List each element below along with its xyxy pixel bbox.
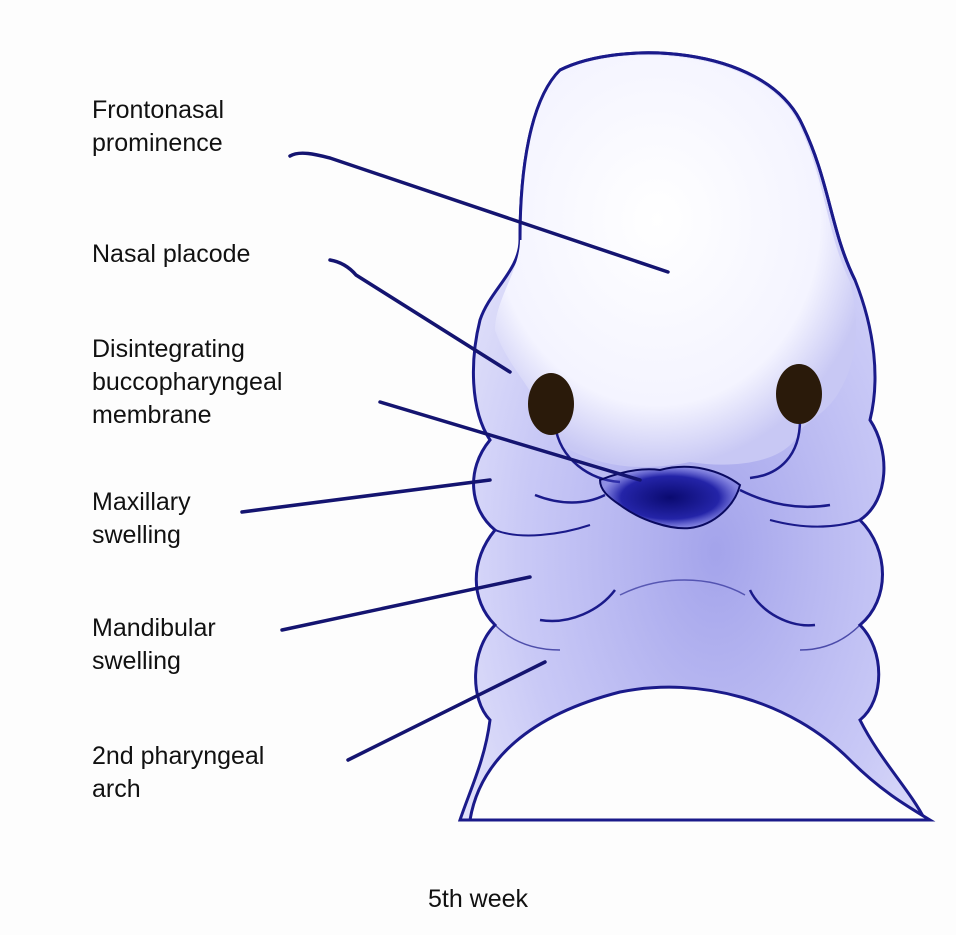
label-mandibular-swelling: Mandibular swelling <box>92 612 216 678</box>
label-buccopharyngeal-membrane: Disintegrating buccopharyngeal membrane <box>92 333 282 432</box>
right-nasal-placode-dot <box>776 364 822 424</box>
maxillary-leader-line <box>242 480 490 512</box>
label-maxillary-swelling: Maxillary swelling <box>92 486 191 552</box>
label-2nd-pharyngeal-arch: 2nd pharyngeal arch <box>92 740 264 806</box>
left-nasal-placode-dot <box>528 373 574 435</box>
label-frontonasal-prominence: Frontonasal prominence <box>92 94 224 160</box>
caption: 5th week <box>0 885 956 914</box>
label-nasal-placode: Nasal placode <box>92 238 250 271</box>
